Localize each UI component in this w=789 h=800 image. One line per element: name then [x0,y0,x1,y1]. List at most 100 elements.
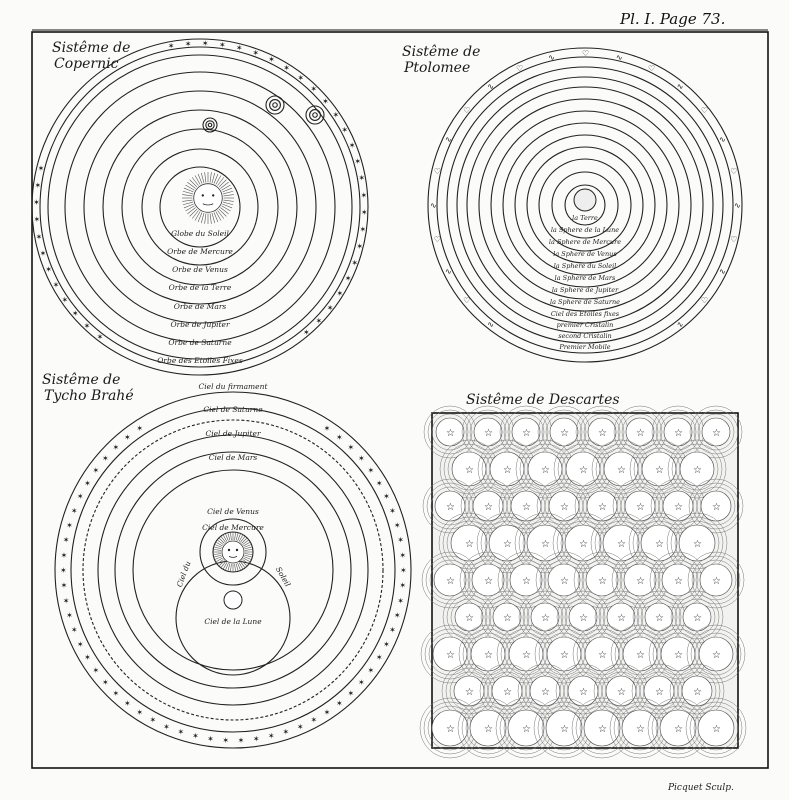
vortex-swirl [560,594,606,640]
star-icon: ☆ [579,613,588,624]
star-icon: ☆ [465,687,474,698]
vortex-swirl [469,413,507,451]
vortex-swirl [640,598,678,636]
vortex [697,709,735,747]
ptolomee-label: la Sphere de Saturne [550,298,620,306]
copernic-label: Orbe de Jupiter [170,320,229,329]
ptolomee-label: la Sphere de Mars [555,274,616,282]
star-icon: ☆ [503,687,512,698]
vortex-swirl [503,409,549,455]
star-icon: ✶ [149,716,156,725]
star-icon: ☆ [484,576,493,587]
vortex [602,524,640,562]
vortex-swirl [689,701,743,755]
vortex [679,451,715,487]
vortex [471,563,505,597]
star-icon: ✶ [38,164,45,173]
star-icon: ✶ [368,666,375,675]
ptolomee-label: la Sphere de Jupiter [552,286,619,294]
vortex-swirl [692,482,740,530]
star-icon: ✶ [324,708,331,717]
ptolomee-label: la Sphere du Soleil [554,262,617,270]
zodiac-sign-icon: ∿ [719,135,726,144]
ptolomee-label: la Sphere de Mercure [549,238,621,246]
ptolomee-sphere [526,146,644,264]
star-icon: ✶ [34,181,41,190]
star-icon: ✶ [394,521,401,530]
zodiac-sign-icon: ♡ [730,235,737,244]
vortex [450,524,488,562]
vortex-swirl [583,413,621,451]
vortex [699,563,733,597]
vortex [644,602,674,632]
star-icon: ☆ [503,465,512,476]
copernic-title-line2: Copernic [54,56,119,72]
planet-icon [202,117,218,133]
star-icon: ☆ [446,502,455,513]
star-icon: ☆ [636,502,645,513]
vortex-swirl [685,697,747,759]
star-icon: ☆ [484,428,493,439]
star-icon: ✶ [71,506,78,515]
star-icon: ☆ [579,687,588,698]
planet-icon [265,95,285,115]
ptolomee-sphere [490,110,680,300]
star-icon: ☆ [674,650,683,661]
star-icon: ✶ [113,443,120,452]
star-icon: ☆ [560,428,569,439]
star-icon: ✶ [63,596,70,605]
star-icon: ✶ [297,73,304,82]
star-icon: ☆ [655,465,664,476]
vortex [587,417,617,447]
star-icon: ✶ [177,728,184,737]
star-icon: ✶ [341,125,348,134]
vortex [530,602,560,632]
sun-face-icon [221,540,245,564]
star-icon: ✶ [219,40,226,49]
vortex-swirl [446,594,492,640]
star-icon: ☆ [446,428,455,439]
ptolomee-label: la Sphere de Venus [553,250,617,258]
star-icon: ☆ [636,428,645,439]
star-icon: ✶ [253,734,260,743]
vortex-swirl [673,667,721,715]
ptolomee-sphere [456,76,714,334]
star-icon: ☆ [693,539,702,550]
vortex [698,636,734,672]
tycho-system: Sistême de Tycho Brahé ✶✶✶✶✶✶✶✶✶✶✶✶✶✶✶✶✶… [42,372,412,749]
vortex-swirl [636,594,682,640]
vortex-swirl [678,598,716,636]
star-icon: ✶ [192,732,199,741]
zodiac-sign-icon: ♡ [463,296,470,305]
zodiac-sign-icon: ♡ [648,64,655,73]
star-icon: ☆ [522,428,531,439]
star-icon: ✶ [113,689,120,698]
vortex-swirl [543,559,585,601]
copernic-label: Orbe de Mars [174,302,227,311]
zodiac-sign-icon: ♡ [463,106,470,115]
vortex [433,563,467,597]
star-icon: ☆ [541,613,550,624]
zodiac-sign-icon: ∿ [445,267,452,276]
star-icon: ☆ [712,428,721,439]
descartes-title: Sistême de Descartes [466,392,620,408]
vortex-swirl [690,628,742,680]
vortex [473,417,503,447]
vortex [659,709,697,747]
star-icon: ☆ [579,539,588,550]
vortex [469,709,507,747]
vortex [511,417,541,447]
star-icon: ☆ [560,576,569,587]
copernic-orbit [159,166,241,248]
tycho-label-soleil_right: Soleil [274,565,293,588]
star-icon: ☆ [579,465,588,476]
star-icon: ☆ [522,576,531,587]
star-icon: ☆ [712,576,721,587]
ptolomee-sphere [564,184,606,226]
star-icon: ✶ [394,611,401,620]
ptolomee-label: second Cristalin [558,332,611,340]
star-icon: ☆ [712,502,721,513]
star-icon: ✶ [77,640,84,649]
star-icon: ☆ [636,576,645,587]
vortex-swirl [427,409,473,455]
